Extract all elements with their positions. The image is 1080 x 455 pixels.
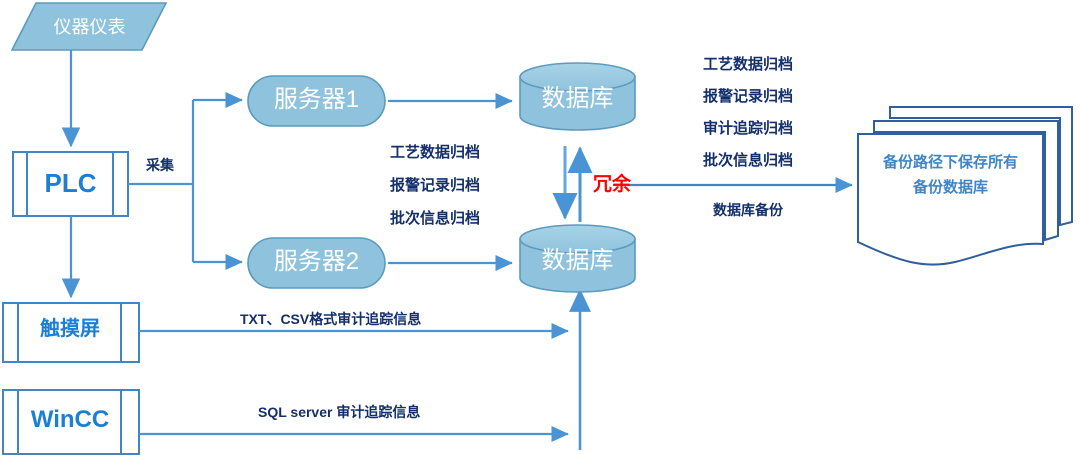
collect-label: 采集 xyxy=(146,157,174,173)
database-top-label: 数据库 xyxy=(541,85,614,112)
touchscreen-shape xyxy=(2,302,140,363)
wincc-label: WinCC xyxy=(30,406,110,433)
wincc-shape xyxy=(2,389,140,455)
redundancy-arrows xyxy=(552,146,593,222)
archive-center-item-0: 工艺数据归档 xyxy=(390,144,481,161)
redundancy-label: 冗余 xyxy=(593,174,632,195)
instrument-shape xyxy=(10,2,168,51)
backup-docs-shape xyxy=(857,106,1073,266)
database-bottom-shape xyxy=(519,224,636,293)
backup-docs-label-line1: 备份路径下保存所有 xyxy=(882,154,1018,171)
archive-right-item-2: 审计追踪归档 xyxy=(702,120,793,137)
archive-center-item-2: 批次信息归档 xyxy=(390,210,481,227)
plc-label: PLC xyxy=(44,168,97,198)
archive-right-item-1: 报警记录归档 xyxy=(702,88,793,105)
edge-plc-collect xyxy=(128,91,243,271)
archive-right-item-3: 批次信息归档 xyxy=(702,152,793,169)
server2-label: 服务器2 xyxy=(273,248,360,275)
server1-shape xyxy=(247,75,386,127)
backup-docs-label-line2: 备份数据库 xyxy=(912,179,988,196)
database-top-shape xyxy=(519,62,636,131)
touchscreen-label: 触摸屏 xyxy=(40,318,100,340)
archive-center-item-1: 报警记录归档 xyxy=(390,177,481,194)
server1-label: 服务器1 xyxy=(273,86,360,113)
touchscreen-edge-label: TXT、CSV格式审计追踪信息 xyxy=(240,311,422,327)
archive-right-item-0: 工艺数据归档 xyxy=(702,56,793,73)
database-bottom-label: 数据库 xyxy=(541,247,614,274)
instrument-label: 仪器仪表 xyxy=(53,17,126,37)
server2-shape xyxy=(247,237,386,289)
db-backup-label: 数据库备份 xyxy=(713,202,783,218)
wincc-edge-label: SQL server 审计追踪信息 xyxy=(258,404,421,420)
